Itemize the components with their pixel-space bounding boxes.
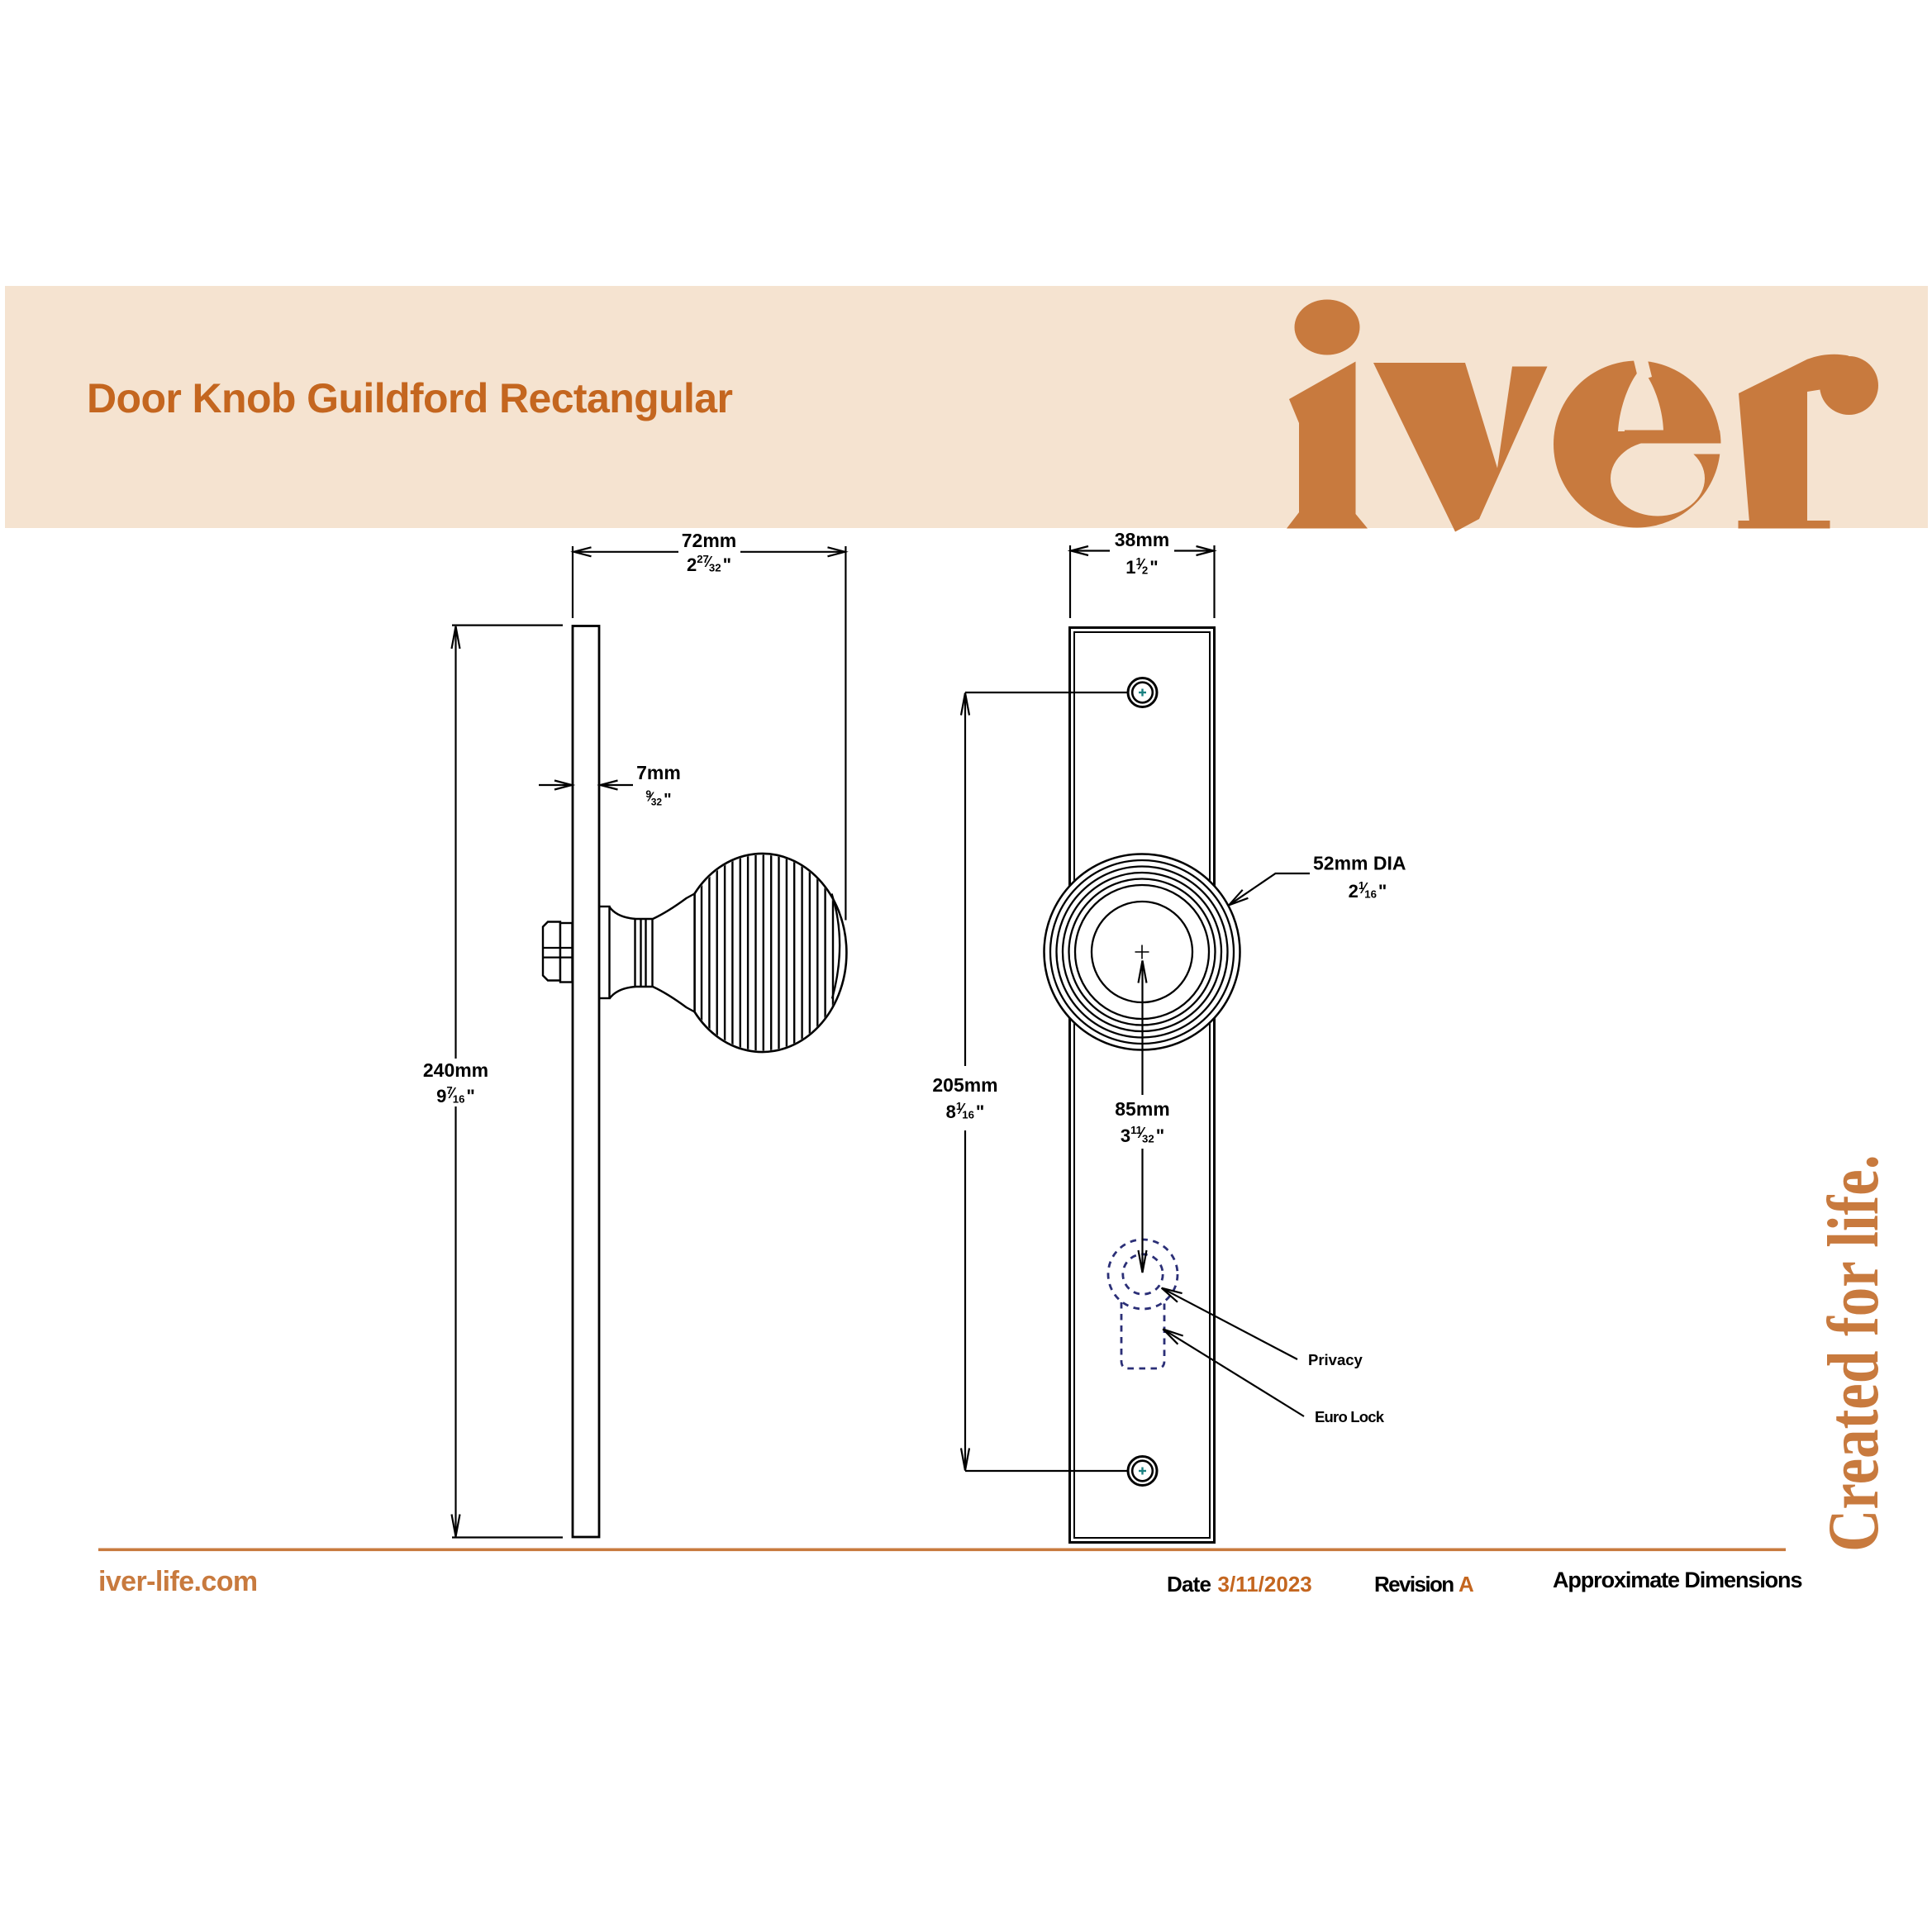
- svg-text:Euro Lock: Euro Lock: [1315, 1408, 1385, 1425]
- svg-text:205mm: 205mm: [932, 1074, 997, 1096]
- svg-text:7mm: 7mm: [636, 762, 681, 783]
- svg-text:240mm: 240mm: [423, 1059, 488, 1081]
- svg-text:72mm: 72mm: [682, 530, 736, 551]
- svg-text:iver-life.com: iver-life.com: [98, 1566, 258, 1597]
- svg-text:97⁄16": 97⁄16": [436, 1084, 475, 1106]
- svg-text:81⁄16": 81⁄16": [946, 1100, 985, 1122]
- svg-text:38mm: 38mm: [1115, 529, 1169, 550]
- svg-text:227⁄32": 227⁄32": [687, 553, 731, 575]
- svg-text:52mm DIA: 52mm DIA: [1313, 852, 1406, 873]
- svg-text:11⁄2": 11⁄2": [1125, 555, 1158, 578]
- svg-text:9⁄32": 9⁄32": [645, 788, 671, 809]
- svg-text:Revision: Revision: [1374, 1572, 1454, 1597]
- svg-text:Date: Date: [1167, 1572, 1211, 1597]
- svg-text:A: A: [1459, 1572, 1474, 1597]
- svg-text:Created for life.: Created for life.: [1814, 1154, 1894, 1551]
- svg-text:Approximate Dimensions: Approximate Dimensions: [1553, 1568, 1801, 1592]
- svg-text:85mm: 85mm: [1115, 1098, 1169, 1120]
- svg-text:3/11/2023: 3/11/2023: [1218, 1572, 1312, 1597]
- svg-text:Privacy: Privacy: [1308, 1351, 1363, 1368]
- svg-text:21⁄16": 21⁄16": [1349, 879, 1387, 902]
- svg-text:311⁄32": 311⁄32": [1121, 1124, 1164, 1146]
